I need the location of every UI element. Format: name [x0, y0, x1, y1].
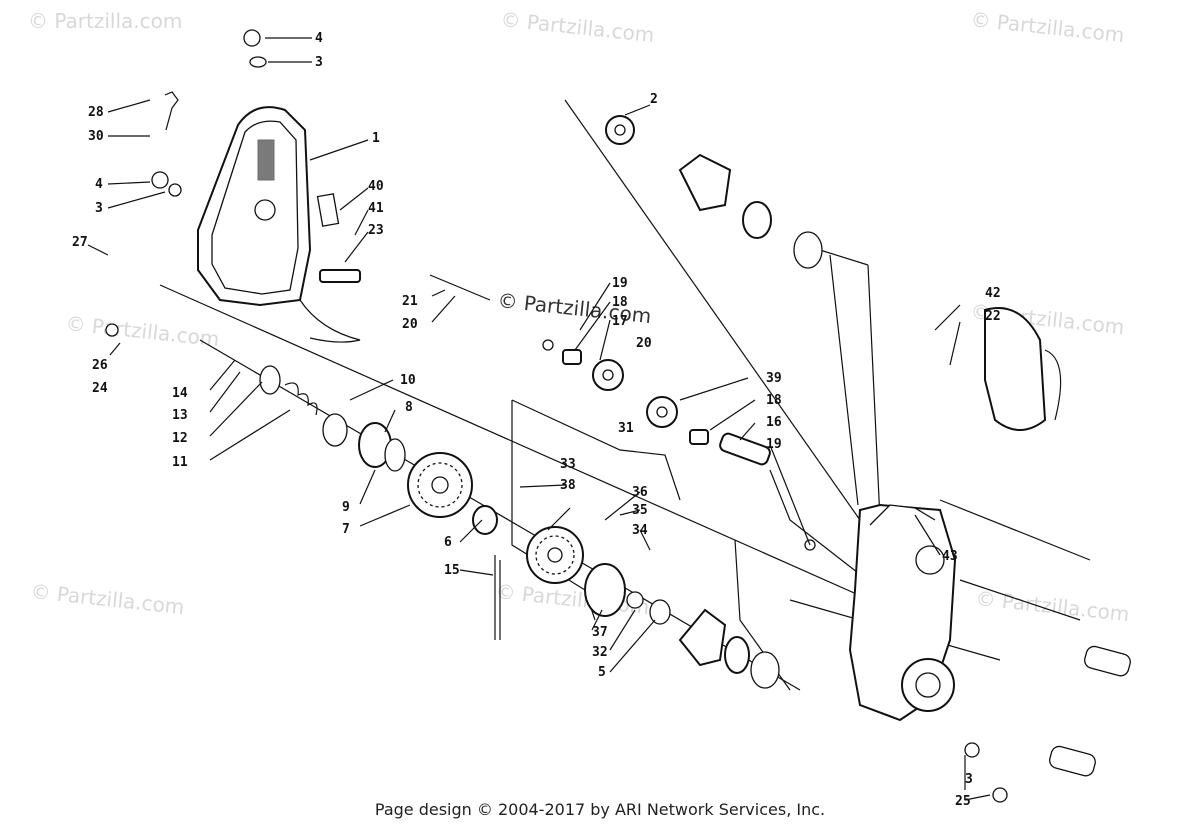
- callout-32: 32: [592, 645, 608, 660]
- callout-20a: 20: [402, 317, 418, 332]
- gear-case-housing: [848, 307, 1062, 722]
- callout-4b: 4: [95, 177, 103, 192]
- callout-36: 36: [632, 485, 648, 500]
- watermark-mid-left: © Partzilla.com: [64, 311, 220, 351]
- callout-2: 2: [650, 92, 658, 107]
- callout-15: 15: [444, 563, 460, 578]
- callout-35: 35: [632, 503, 648, 518]
- callout-39: 39: [766, 371, 782, 386]
- callout-19b: 19: [766, 437, 782, 452]
- callout-14: 14: [172, 386, 188, 401]
- assembly-lines: [159, 99, 1091, 691]
- callout-42: 42: [985, 286, 1001, 301]
- watermarks: © Partzilla.com © Partzilla.com © Partzi…: [28, 7, 1130, 626]
- callout-1: 1: [372, 131, 380, 146]
- callout-11: 11: [172, 455, 188, 470]
- misc-hardware: [105, 29, 1131, 803]
- sprocket-38: [526, 526, 584, 584]
- callout-16: 16: [766, 415, 782, 430]
- callout-34: 34: [632, 523, 648, 538]
- callout-20b: 20: [636, 336, 652, 351]
- callout-18a: 18: [612, 295, 628, 310]
- callout-23: 23: [368, 223, 384, 238]
- callout-4a: 4: [315, 31, 323, 46]
- callout-5: 5: [598, 665, 606, 680]
- callout-37: 37: [592, 625, 608, 640]
- callout-12: 12: [172, 431, 188, 446]
- watermark-center: © Partzilla.com: [496, 288, 652, 328]
- callout-43: 43: [942, 549, 958, 564]
- page-footer: Page design © 2004-2017 by ARI Network S…: [374, 800, 826, 819]
- small-sprockets: [592, 115, 678, 428]
- callout-7: 7: [342, 522, 350, 537]
- watermark-lower-left: © Partzilla.com: [29, 579, 185, 619]
- callout-38: 38: [560, 478, 576, 493]
- watermark-top-right: © Partzilla.com: [969, 7, 1125, 47]
- callout-25: 25: [955, 794, 971, 809]
- callout-9: 9: [342, 500, 350, 515]
- watermark-top-left: © Partzilla.com: [28, 9, 182, 33]
- callout-27: 27: [72, 235, 88, 250]
- callout-30: 30: [88, 129, 104, 144]
- callout-24: 24: [92, 381, 108, 396]
- callout-33: 33: [560, 457, 576, 472]
- callout-19a: 19: [612, 276, 628, 291]
- callout-41: 41: [368, 201, 384, 216]
- callout-3a: 3: [315, 55, 323, 70]
- callout-31: 31: [618, 421, 634, 436]
- callout-3c: 3: [965, 772, 973, 787]
- callout-8: 8: [405, 400, 413, 415]
- callout-28: 28: [88, 105, 104, 120]
- callout-3b: 3: [95, 201, 103, 216]
- gear-case-cover: [197, 106, 361, 343]
- watermark-top-center: © Partzilla.com: [499, 7, 655, 47]
- callout-40: 40: [368, 179, 384, 194]
- leader-lines: [87, 37, 991, 801]
- callout-10: 10: [400, 373, 416, 388]
- callout-17: 17: [612, 314, 628, 329]
- callout-6: 6: [444, 535, 452, 550]
- callout-22: 22: [985, 309, 1001, 324]
- callout-18b: 18: [766, 393, 782, 408]
- callout-labels: 4 3 28 30 1 4 3 40 41 23 27 26 24 21 20 …: [72, 31, 1001, 809]
- large-sprocket: [407, 452, 473, 518]
- callout-21: 21: [402, 294, 418, 309]
- callout-26: 26: [92, 358, 108, 373]
- callout-13: 13: [172, 408, 188, 423]
